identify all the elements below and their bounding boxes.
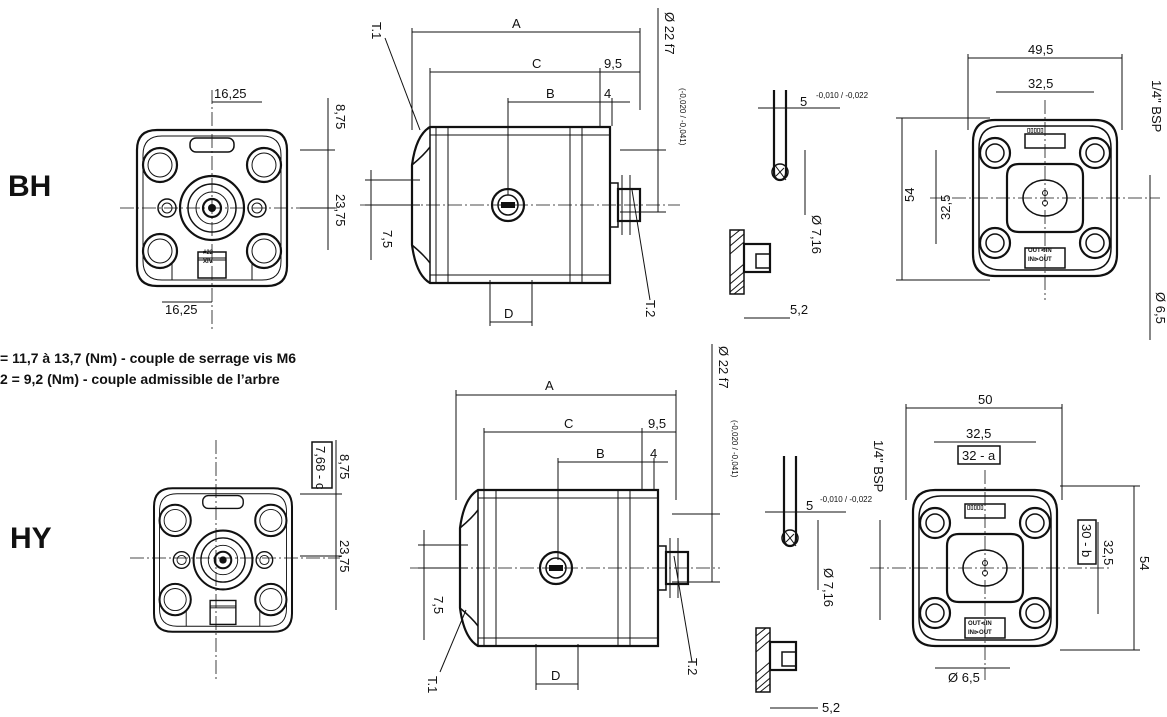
dim-7-5-hy: 7,5: [431, 596, 446, 614]
dim-b: B: [546, 86, 555, 101]
port-plate: ▯▯▯▯▯: [1027, 128, 1044, 134]
flow-top-hy: OUT⊲IN: [968, 621, 992, 627]
hy-front-dimensions: 8,75 23,75 7,68 - c: [300, 440, 352, 610]
t1-label: T.1: [369, 22, 384, 39]
bh-side-dimensions: A C 9,5 B 4 D 7,5 Ø 22 f7 (-0,020 / -0,0…: [365, 8, 687, 326]
dim-7-16-hy: Ø 7,16: [821, 568, 836, 607]
dim-54-hy: 54: [1137, 556, 1152, 570]
hy-front-view: [130, 440, 340, 680]
dim-8-75-hy: 8,75: [337, 454, 352, 479]
dim-c-hy: C: [564, 416, 573, 431]
note-shaft-torque: 2 = 9,2 (Nm) - couple admissible de l’ar…: [0, 371, 280, 387]
dim-4-hy: 4: [650, 446, 657, 461]
port-plate-hy: ▯▯▯▯▯: [967, 505, 984, 511]
dim-6-5: Ø 6,5: [1153, 292, 1167, 324]
t2-label: T.2: [643, 300, 658, 317]
dim-54: 54: [902, 188, 917, 202]
box-32-a: [957, 445, 1001, 465]
box-7-68-label: 7,68 - c: [313, 446, 328, 490]
dim-7-5: 7,5: [380, 230, 395, 248]
dim-32-5-side: 32,5: [938, 195, 953, 220]
dim-a: A: [512, 16, 521, 31]
dim-32-5-top: 32,5: [1028, 76, 1053, 91]
variant-label-bh: BH: [8, 170, 51, 203]
dim-4: 4: [604, 86, 611, 101]
dim-16-25-top: 16,25: [214, 86, 247, 101]
shaft-diameter: Ø 22 f7: [662, 12, 677, 55]
shaft-diameter-hy: Ø 22 f7: [716, 346, 731, 389]
port-size-hy: 1/4" BSP: [871, 440, 886, 492]
shaft-tolerance-hy: (-0,020 / -0,041): [730, 420, 739, 478]
port-size: 1/4" BSP: [1149, 80, 1164, 132]
box-30-b-label: 30 - b: [1079, 524, 1094, 557]
hy-port-dimensions: 50 32,5 32 - a 1/4" BSP 54 32,5 30 - b Ø…: [871, 392, 1152, 685]
box-32-a-label: 32 - a: [962, 448, 996, 463]
dim-32-5-side-hy: 32,5: [1101, 540, 1116, 565]
hy-side-dimensions: A C 9,5 B 4 D 7,5 Ø 22 f7 (-0,020 / -0,0…: [418, 344, 739, 693]
dim-6-5-hy: Ø 6,5: [948, 670, 980, 685]
dim-d-hy: D: [551, 668, 560, 683]
variant-label-hy: HY: [10, 522, 52, 555]
dim-50: 50: [978, 392, 992, 407]
dim-b-hy: B: [596, 446, 605, 461]
box-30-b: [1077, 519, 1097, 565]
flow-bottom-hy: IN⊳OUT: [968, 630, 992, 636]
dim-a-hy: A: [545, 378, 554, 393]
dim-8-75: 8,75: [333, 104, 348, 129]
note-tightening-torque: = 11,7 à 13,7 (Nm) - couple de serrage v…: [0, 350, 296, 366]
dim-d: D: [504, 306, 513, 321]
dim-32-5-top-hy: 32,5: [966, 426, 991, 441]
tol-5: -0,010 / -0,022: [816, 91, 869, 100]
flow-top: OUT⊲IN: [1028, 248, 1052, 254]
dim-23-75: 23,75: [333, 194, 348, 227]
shaft-tolerance: (-0,020 / -0,041): [678, 88, 687, 146]
dim-5-hy: 5: [806, 498, 813, 513]
flow-bottom: IN⊳OUT: [1028, 257, 1052, 263]
box-7-68: [311, 441, 333, 489]
hy-port-view: ▯▯▯▯▯ OUT⊲IN IN⊳OUT: [870, 470, 1110, 680]
dim-23-75-hy: 23,75: [337, 540, 352, 573]
dim-49-5: 49,5: [1028, 42, 1053, 57]
dim-7-16: Ø 7,16: [809, 215, 824, 254]
hy-key-detail: 5 -0,010 / -0,022 Ø 7,16 5,2: [754, 454, 873, 715]
bh-port-view: ▯▯▯▯▯ OUT⊲IN IN⊳OUT: [930, 100, 1160, 300]
bh-front-dimensions: 16,25 16,25 8,75 23,75 #22 XIV: [162, 86, 348, 317]
t1-label-hy: T.1: [425, 676, 440, 693]
bh-key-detail: 5 -0,010 / -0,022 Ø 7,16 5,2: [728, 88, 869, 319]
plate-version: XIV: [203, 259, 213, 265]
dim-5-2-hy: 5,2: [822, 700, 840, 715]
dim-c: C: [532, 56, 541, 71]
dim-5-2: 5,2: [790, 302, 808, 317]
t2-label-hy: T.2: [685, 658, 700, 675]
plate-code: #22: [203, 250, 214, 256]
dim-9-5-hy: 9,5: [648, 416, 666, 431]
tol-5-hy: -0,010 / -0,022: [820, 495, 873, 504]
bh-front-view: [120, 90, 340, 330]
dim-9-5: 9,5: [604, 56, 622, 71]
dim-5: 5: [800, 94, 807, 109]
dim-16-25-bottom: 16,25: [165, 302, 198, 317]
bh-port-dimensions: 49,5 32,5 54 32,5 Ø 6,5 1/4" BSP: [896, 42, 1167, 340]
